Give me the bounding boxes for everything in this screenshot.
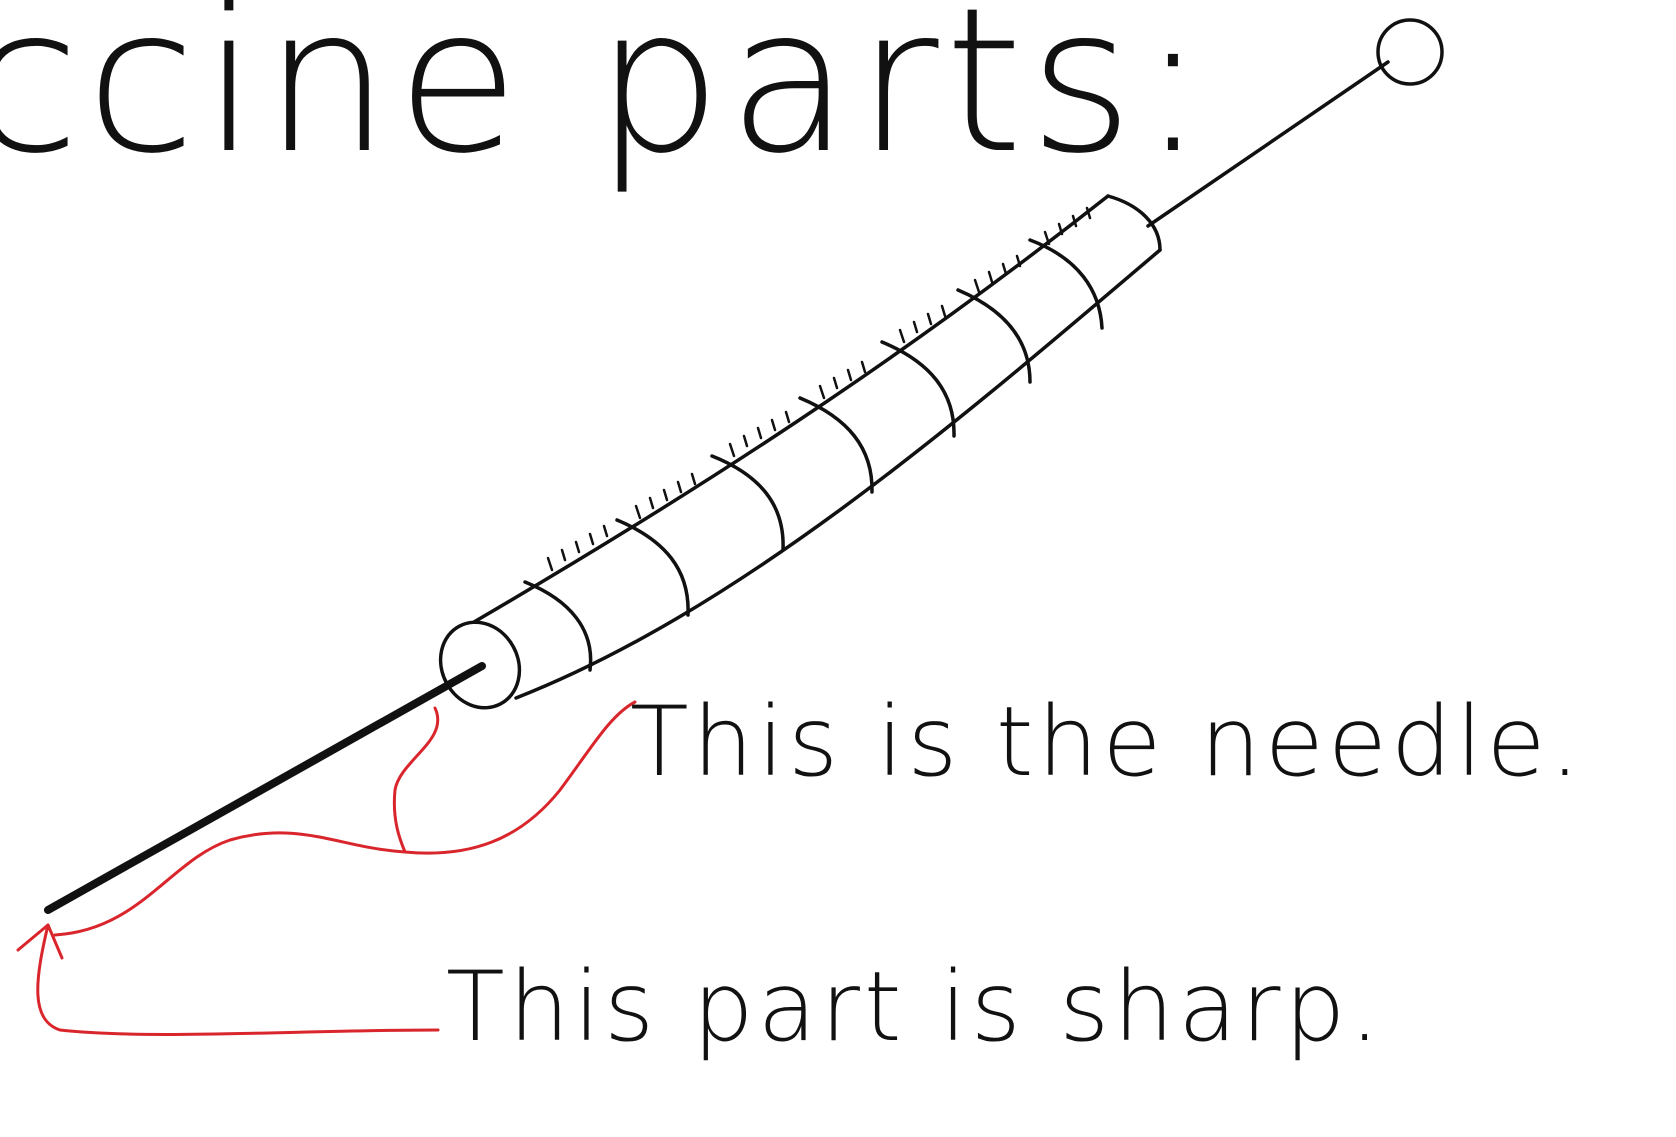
barrel-tick-marks xyxy=(548,208,1090,570)
diagram-title: ccine parts: xyxy=(0,0,1213,198)
sharp-label: This part is sharp. xyxy=(446,951,1384,1063)
needle-pointer-line xyxy=(394,702,635,853)
barrel-top-edge xyxy=(474,196,1108,622)
barrel-band xyxy=(617,520,688,615)
needle xyxy=(48,666,482,910)
barrel-end-cap xyxy=(1108,196,1160,250)
needle-label: This is the needle. xyxy=(630,686,1584,798)
needle-bracket-curve xyxy=(55,833,405,935)
barrel-bottom-edge xyxy=(516,250,1160,698)
sharp-arrowhead xyxy=(18,925,62,958)
plunger-knob xyxy=(1378,20,1442,84)
sharp-pointer-line xyxy=(38,925,438,1034)
barrel-band xyxy=(1030,240,1102,328)
barrel-band xyxy=(525,582,591,670)
